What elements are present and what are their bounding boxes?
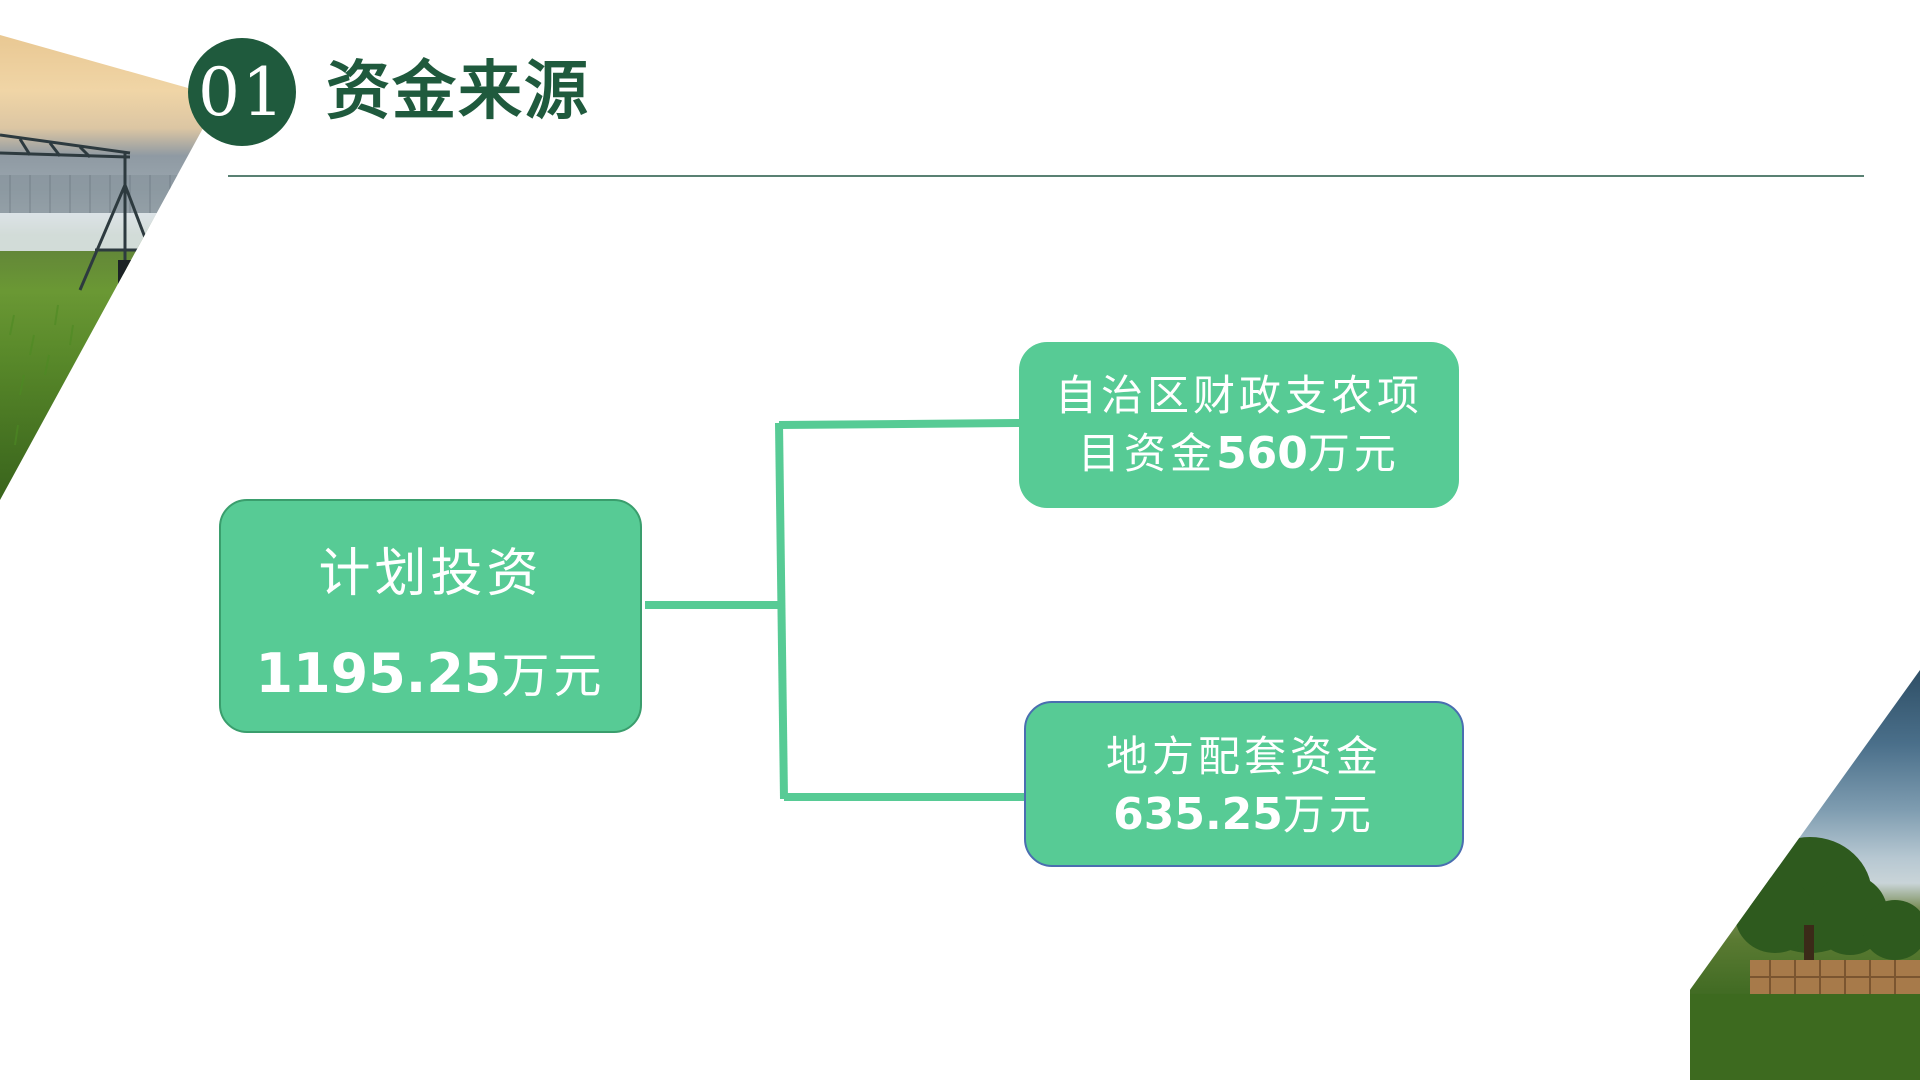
planned-investment-label: 计划投资 (318, 544, 543, 604)
regional-fund-label-line2: 目资金 (1078, 429, 1217, 478)
tree-icon (1690, 670, 1920, 1080)
local-matching-fund-box: 地方配套资金 635.25万元 (1024, 701, 1464, 867)
planned-investment-amount: 1195.25 (255, 642, 502, 705)
planned-investment-unit: 万元 (501, 648, 606, 704)
regional-fund-amount: 560 (1216, 428, 1308, 479)
section-number-badge: 01 (188, 38, 296, 146)
regional-fund-box: 自治区财政支农项 目资金560万元 (1019, 342, 1459, 508)
regional-fund-amount-row: 目资金560万元 (1019, 426, 1459, 491)
connector-top-branch (778, 419, 1021, 429)
local-matching-fund-amount-row: 635.25万元 (1026, 787, 1462, 852)
page-title: 资金来源 (326, 54, 590, 129)
section-number: 01 (198, 53, 286, 131)
regional-fund-unit: 万元 (1307, 429, 1400, 478)
connector-vertical (775, 422, 788, 800)
planned-investment-box: 计划投资 1195.25万元 (219, 499, 642, 733)
local-matching-fund-amount: 635.25 (1113, 789, 1283, 840)
header-divider (228, 175, 1864, 177)
local-matching-fund-label: 地方配套资金 (1105, 732, 1382, 781)
irrigation-sprinkler-icon (0, 35, 220, 500)
regional-fund-label-line1: 自治区财政支农项 (1054, 371, 1423, 420)
local-matching-fund-unit: 万元 (1282, 790, 1375, 839)
planned-investment-amount-row: 1195.25万元 (221, 641, 640, 720)
